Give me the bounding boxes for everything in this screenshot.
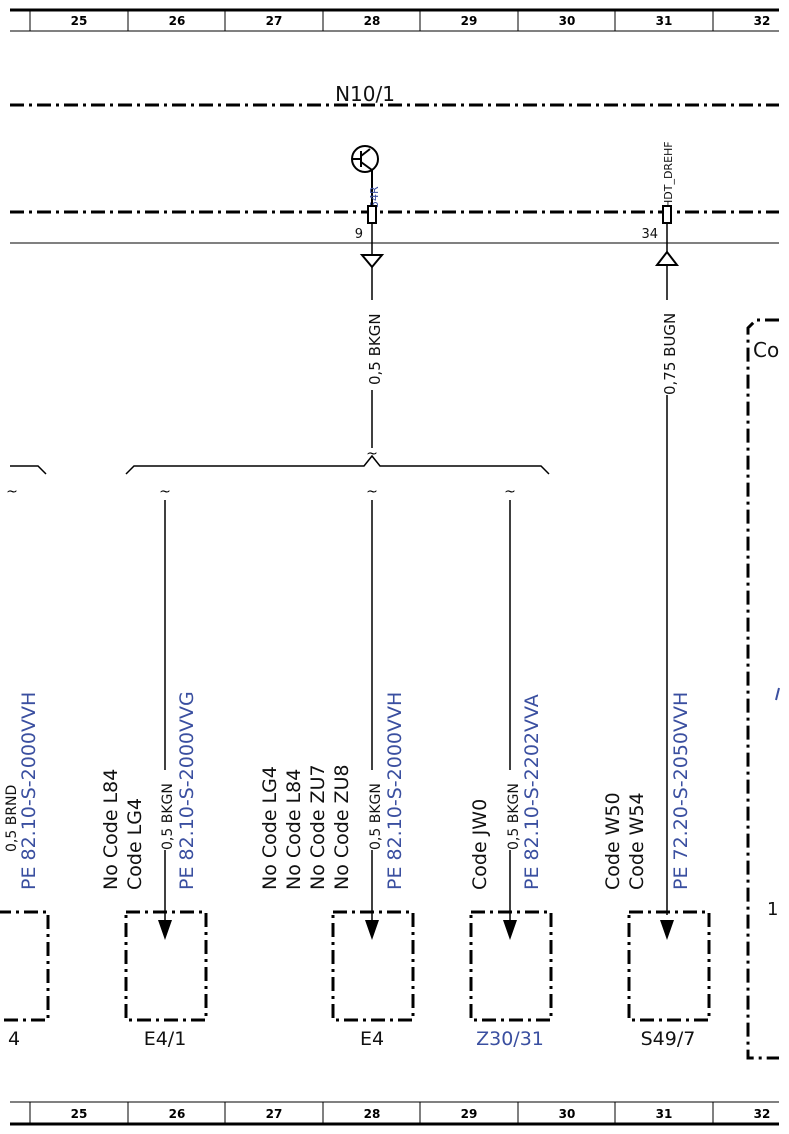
arrow-down-icon (660, 920, 674, 940)
wire-break-icon: ~ (366, 446, 378, 462)
ruler-column-label: 25 (71, 1107, 88, 1121)
wire-break-icon: ~ (504, 484, 516, 500)
pin-number-9: 9 (355, 227, 363, 242)
branch-brace-left (10, 465, 47, 475)
ruler-column-label: 31 (656, 1107, 673, 1121)
ruler-column-label: 30 (559, 1107, 576, 1121)
wire-break-icon: ~ (6, 484, 18, 500)
branch-code-label: No Code LG4 (259, 766, 281, 890)
pin-signal-54r: 54R (368, 186, 381, 208)
branch-code-label: No Code L84 (100, 769, 122, 890)
ruler-column-label: 31 (656, 14, 673, 28)
component-box (627, 910, 711, 1022)
right-box-pin: 1 (767, 899, 778, 920)
component-name: E4/1 (144, 1028, 187, 1050)
component-name: 4 (8, 1028, 20, 1050)
ruler-column-label: 25 (71, 14, 88, 28)
branch-reference-link[interactable]: PE 82.10-S-2000VVH (384, 692, 406, 890)
arrow-down-icon (503, 920, 517, 940)
arrow-down-icon (365, 920, 379, 940)
ruler-column-label: 30 (559, 14, 576, 28)
right-box-label: Co (753, 338, 779, 362)
wire-break-icon: ~ (159, 484, 171, 500)
branch-wire-label: 0,5 BRND (4, 785, 20, 852)
branch-brace (125, 454, 550, 475)
transistor-icon (351, 145, 379, 212)
bottom-ruler: 25 26 27 28 29 30 31 32 (10, 1101, 779, 1126)
branch-code-label: No Code ZU7 (307, 764, 329, 890)
main-wire-54r: 0,5 BKGN ~ (359, 223, 385, 462)
branch-code-label: No Code L84 (283, 769, 305, 890)
component-name: S49/7 (641, 1028, 696, 1050)
output-arrow-icon (359, 254, 385, 269)
branch-code-label: Code W50 (602, 792, 624, 890)
branch-code-label: Code LG4 (124, 798, 146, 890)
pin-signal-hdt-drehf: HDT_DREHF (662, 141, 675, 208)
branch-reference-link[interactable]: PE 82.10-S-2202VVA (521, 694, 543, 890)
ruler-column-label: 27 (266, 1107, 283, 1121)
component-box (124, 910, 208, 1022)
branch-reference-link[interactable]: PE 82.10-S-2000VVG (176, 691, 198, 890)
branch-wire-label: 0,5 BKGN (368, 783, 384, 850)
branch-wire-label: 0,5 BKGN (506, 783, 522, 850)
component-box (0, 910, 50, 1022)
ruler-column-label: 28 (364, 1107, 381, 1121)
ruler-column-label: 27 (266, 14, 283, 28)
component-box (469, 910, 553, 1022)
input-arrow-icon (654, 250, 680, 266)
ruler-column-label: 32 (754, 14, 771, 28)
branch-reference-link[interactable]: PE 82.10-S-2000VVH (18, 692, 40, 890)
ruler-column-label: 26 (169, 14, 186, 28)
right-component-box: Co 1 (746, 318, 780, 1060)
ruler-column-label: 29 (461, 14, 478, 28)
branch-code-label: Code W54 (626, 792, 648, 890)
ruler-column-label: 28 (364, 14, 381, 28)
module-name: N10/1 (335, 82, 395, 106)
ruler-column-label: 32 (754, 1107, 771, 1121)
component-name: E4 (360, 1028, 384, 1050)
pin-number-34: 34 (641, 227, 658, 242)
branch-code-label: Code JW0 (469, 799, 491, 890)
arrow-down-icon (158, 920, 172, 940)
component-name[interactable]: Z30/31 (476, 1028, 544, 1050)
main-wire-hdt-drehf: 0,75 BUGN (654, 223, 680, 940)
pin-34-contact (662, 205, 672, 224)
main-wire-label-bkgn: 0,5 BKGN (366, 313, 384, 385)
top-ruler: 25 26 27 28 29 30 31 32 (10, 8, 779, 32)
branch-reference-link[interactable]: PE 72.20-S-2050VVH (670, 692, 692, 890)
ruler-column-label: 26 (169, 1107, 186, 1121)
component-box (331, 910, 415, 1022)
branch-code-label: No Code ZU8 (331, 764, 353, 890)
ruler-column-label: 29 (461, 1107, 478, 1121)
main-wire-label-bugn: 0,75 BUGN (661, 313, 679, 395)
pin-9-contact (367, 205, 377, 224)
branch-wire-label: 0,5 BKGN (160, 783, 176, 850)
wire-break-icon: ~ (366, 484, 378, 500)
